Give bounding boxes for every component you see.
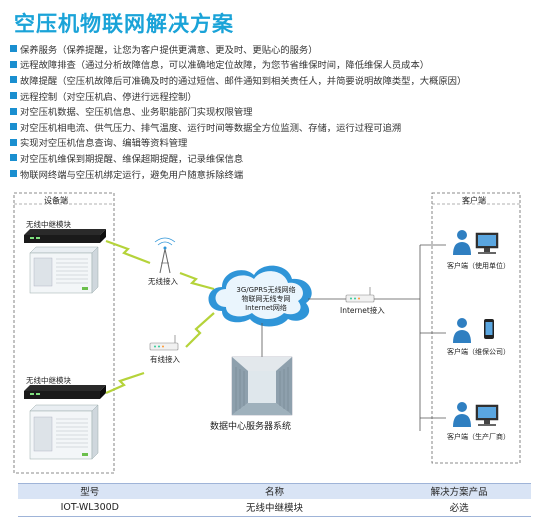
square-bullet-icon — [10, 154, 17, 162]
client-2-user-icon — [453, 318, 494, 343]
relay-module-device-1 — [24, 229, 106, 243]
client-1-user-icon — [453, 230, 499, 255]
client-3-label: 客户端（生产厂商） — [447, 433, 510, 441]
square-bullet-icon — [10, 60, 17, 68]
relay-module-device-2 — [24, 385, 106, 399]
wireless-link-4-icon — [185, 312, 215, 348]
feature-item: 远程故障排查（通过分析故障信息，可以准确地定位故障，为您节省维保时间，降低维保人… — [10, 57, 550, 73]
page-title: 空压机物联网解决方案 — [14, 12, 234, 36]
feature-text: 物联网终端与空压机绑定运行，避免用户随意拆除终端 — [20, 169, 244, 181]
client-3-user-icon — [453, 402, 499, 427]
antenna-icon — [154, 237, 176, 274]
feature-text: 远程故障排查（通过分析故障信息，可以准确地定位故障，为您节省维保时间，降低维保人… — [20, 60, 430, 72]
cell-name: 无线中继模块 — [161, 498, 388, 517]
client-side-box — [431, 192, 521, 464]
datacenter-server-room-image — [231, 356, 293, 416]
wireless-link-1-icon — [105, 239, 151, 265]
client-side-label: 客户端 — [462, 196, 486, 205]
datacenter-label: 数据中心服务器系统 — [210, 422, 292, 432]
wireless-access-label: 无线接入 — [148, 277, 178, 286]
wired-access-label: 有线接入 — [150, 355, 180, 364]
relay-module-1-label: 无线中继模块 — [26, 220, 71, 229]
feature-text: 对空压机数据、空压机信息、业务职能部门实现权限管理 — [20, 107, 253, 119]
square-bullet-icon — [10, 76, 17, 84]
square-bullet-icon — [10, 92, 17, 100]
air-compressor-2-icon — [29, 404, 99, 460]
cloud-label-line-3: Internet网络 — [245, 304, 287, 312]
wired-router-icon — [149, 335, 179, 351]
diagram-graphics — [13, 192, 521, 474]
device-side-box — [13, 192, 115, 474]
client-2-label: 客户端（维保公司） — [447, 348, 510, 356]
table-row: IOT-WL300D 无线中继模块 必选 — [18, 498, 531, 517]
column-header-model: 型号 — [18, 483, 162, 499]
cloud-label-line-1: 3G/GPRS无线网络 — [236, 286, 296, 294]
network-diagram: 设备端 客户端 无线中继模块 无线中继模块 无线接入 有线接入 3G/GPRS无… — [0, 183, 553, 483]
client-1-label: 客户端（使用单位） — [447, 262, 510, 270]
column-header-name: 名称 — [161, 483, 388, 499]
square-bullet-icon — [10, 107, 17, 115]
product-table: 型号 名称 解决方案产品 IOT-WL300D 无线中继模块 必选 — [18, 483, 531, 517]
column-header-solution: 解决方案产品 — [387, 483, 531, 499]
device-side-label: 设备端 — [44, 196, 68, 205]
feature-item: 故障提醒（空压机故障后可准确及时的通过短信、邮件通知到相关责任人，并简要说明故障… — [10, 72, 550, 88]
table-header-row: 型号 名称 解决方案产品 — [18, 483, 531, 499]
network-cloud-icon — [208, 265, 312, 327]
cloud-label-line-2: 物联网无线专网 — [241, 295, 291, 303]
feature-text: 远程控制（对空压机启、停进行远程控制） — [20, 91, 197, 103]
internet-router-icon — [345, 287, 375, 303]
feature-text: 实现对空压机信息查询、编辑等资料管理 — [20, 138, 188, 150]
feature-item: 远程控制（对空压机启、停进行远程控制） — [10, 88, 550, 104]
relay-module-2-label: 无线中继模块 — [26, 376, 71, 385]
cell-solution: 必选 — [387, 498, 531, 517]
feature-text: 保养服务（保养提醒，让您为客户提供更满意、更及时、更贴心的服务） — [20, 44, 318, 56]
square-bullet-icon — [10, 138, 17, 146]
feature-item: 对空压机相电流、供气压力、排气温度、运行时间等数据全方位监测、存储，运行过程可追… — [10, 119, 550, 135]
feature-item: 实现对空压机信息查询、编辑等资料管理 — [10, 135, 550, 151]
feature-item: 对空压机数据、空压机信息、业务职能部门实现权限管理 — [10, 103, 550, 119]
feature-text: 对空压机维保到期提醒、维保超期提醒，记录维保信息 — [20, 153, 244, 165]
feature-text: 故障提醒（空压机故障后可准确及时的通过短信、邮件通知到相关责任人，并简要说明故障… — [20, 75, 467, 87]
square-bullet-icon — [10, 123, 17, 131]
internet-access-label: Internet接入 — [340, 306, 385, 315]
feature-item: 对空压机维保到期提醒、维保超期提醒，记录维保信息 — [10, 150, 550, 166]
wireless-link-2-icon — [179, 271, 215, 291]
feature-list: 保养服务（保养提醒，让您为客户提供更满意、更及时、更贴心的服务） 远程故障排查（… — [10, 41, 550, 181]
square-bullet-icon — [10, 170, 17, 178]
air-compressor-1-icon — [29, 246, 99, 294]
wireless-link-3-icon — [105, 371, 145, 395]
feature-text: 对空压机相电流、供气压力、排气温度、运行时间等数据全方位监测、存储，运行过程可追… — [20, 122, 402, 134]
feature-item: 物联网终端与空压机绑定运行，避免用户随意拆除终端 — [10, 166, 550, 182]
square-bullet-icon — [10, 45, 17, 53]
feature-item: 保养服务（保养提醒，让您为客户提供更满意、更及时、更贴心的服务） — [10, 41, 550, 57]
cell-model: IOT-WL300D — [18, 498, 162, 517]
